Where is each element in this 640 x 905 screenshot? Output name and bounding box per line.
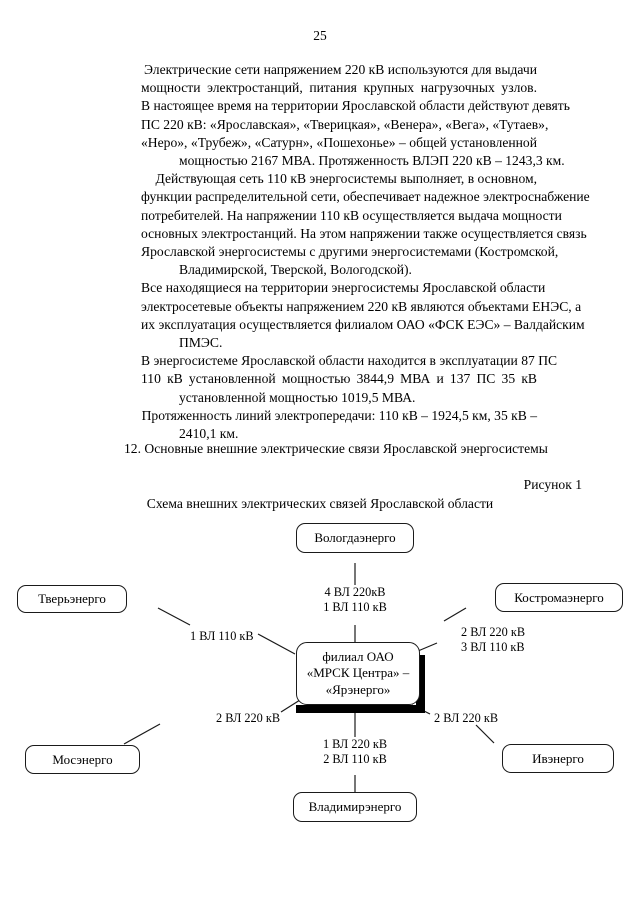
node-label: Костромаэнерго [514,589,604,605]
central-node-line-3: «Ярэнерго» [325,681,391,697]
line-text: их эксплуатация осуществляется филиалом … [141,316,585,332]
edge-label-tver: 1 ВЛ 110 кВ [190,629,254,644]
edge-label-line-1: 2 ВЛ 220 кВ [434,711,499,725]
line-text: ПМЭС. [179,335,223,351]
node-vologdaenergo[interactable]: Вологдаэнерго [296,523,414,553]
paragraph-5: Протяженность линий электропередачи: 110… [103,407,537,443]
line-text: В энергосистеме Ярославской области нахо… [141,353,558,369]
figure-label: Рисунок 1 [523,477,582,492]
line-text: мощности электростанций, питания крупных… [141,80,537,96]
line-text: потребителей. На напряжении 110 кВ осуще… [141,207,562,223]
line-text: основных электростанций. На этом напряже… [141,225,587,241]
node-mosenergo[interactable]: Мосэнерго [25,745,140,774]
text-line: мощности электростанций, питания крупных… [103,79,537,97]
edge-label-line-2: 1 ВЛ 110 кВ [323,599,387,614]
edge-label-line-1: 2 ВЛ 220 кВ [216,711,281,725]
central-node-yarenergo[interactable]: филиал ОАО «МРСК Центра» – «Ярэнерго» [296,642,420,705]
line-text: «Неро», «Трубеж», «Сатурн», «Пошехонье» … [141,134,537,150]
paragraph-3: Все находящиеся на территории энергосист… [103,279,585,352]
connector-mos-outer [123,723,161,745]
line-text: установленной мощностью 1019,5 МВА. [179,389,416,405]
text-line: потребителей. На напряжении 110 кВ осуще… [103,207,562,225]
connector-tver-inner [257,633,296,655]
line-text: В настоящее время на территории Ярославс… [141,98,570,114]
edge-label-line-2: 3 ВЛ 110 кВ [461,639,525,654]
paragraph-2: Действующая сеть 110 кВ энергосистемы вы… [103,170,590,279]
text-line: 2410,1 км. [103,425,537,443]
paragraph-4: В энергосистеме Ярославской области нахо… [103,352,557,407]
figure-title: Схема внешних электрических связей Яросл… [146,496,494,511]
node-kostromaenergo[interactable]: Костромаэнерго [495,583,623,612]
line-text: функции распределительной сети, обеспечи… [141,189,590,205]
text-line: Протяженность линий электропередачи: 110… [103,407,537,425]
line-text: Все находящиеся на территории энергосист… [141,280,546,296]
paragraph-1: Электрические сети напряжением 220 кВ ис… [103,61,570,170]
line-text: Владимирской, Тверской, Вологодской). [179,262,412,278]
text-line: функции распределительной сети, обеспечи… [103,188,590,206]
text-line: электросетевые объекты напряжением 220 к… [103,298,582,316]
edge-label-line-1: 1 ВЛ 110 кВ [190,629,254,643]
line-text: Ярославской энергосистемы с другими энер… [141,244,559,260]
page-number: 25 [313,28,327,43]
central-node-line-2: «МРСК Центра» – [306,665,410,681]
text-line: их эксплуатация осуществляется филиалом … [103,316,585,334]
line-text: 110 кВ установленной мощностью 3844,9 МВ… [141,371,537,387]
text-line: Ярославской энергосистемы с другими энер… [103,243,559,261]
text-line: В настоящее время на территории Ярославс… [103,97,570,115]
edge-label-line-2: 2 ВЛ 110 кВ [323,751,387,766]
line-text: Электрические сети напряжением 220 кВ ис… [143,62,537,77]
body-text: Электрические сети напряжением 220 кВ ис… [103,61,590,443]
edge-label-line-1: 1 ВЛ 220 кВ [322,737,388,751]
node-label: Мосэнерго [52,751,113,767]
text-line: 110 кВ установленной мощностью 3844,9 МВ… [103,370,537,388]
text-line: Все находящиеся на территории энергосист… [103,279,545,297]
connector-mos-inner [280,699,301,713]
edge-label-line-1: 4 ВЛ 220кВ [324,585,386,599]
text-line: Электрические сети напряжением 220 кВ ис… [103,61,537,79]
connector-tver-outer [157,607,191,626]
center-node-shadow-bottom [296,705,425,713]
text-line: Действующая сеть 110 кВ энергосистемы вы… [103,170,537,188]
node-label: Вологдаэнерго [314,530,396,545]
edge-label-vologda: 4 ВЛ 220кВ 1 ВЛ 110 кВ [292,585,418,614]
node-label: Владимирэнерго [308,799,402,814]
edge-label-mos: 2 ВЛ 220 кВ [216,711,280,726]
line-text: ПС 220 кВ: «Ярославская», «Тверицкая», «… [141,116,549,132]
central-node-line-1: филиал ОАО [322,648,394,664]
line-text: Действующая сеть 110 кВ энергосистемы вы… [155,171,537,187]
text-line: ПМЭС. [103,334,537,352]
node-ivenergo[interactable]: Ивэнерго [502,744,614,773]
text-line: установленной мощностью 1019,5 МВА. [103,389,537,407]
line-text: 2410,1 км. [179,426,239,442]
edge-label-kostroma: 2 ВЛ 220 кВ 3 ВЛ 110 кВ [461,625,525,654]
node-label: Ивэнерго [532,750,584,766]
section-heading: 12. Основные внешние электрические связи… [124,441,548,456]
edge-label-iv: 2 ВЛ 220 кВ [434,711,498,726]
edge-label-line-1: 2 ВЛ 220 кВ [461,625,526,639]
figure-diagram: Вологдаэнерго Тверьэнерго Костромаэнерго… [0,515,640,835]
text-line: Владимирской, Тверской, Вологодской). [103,261,537,279]
edge-label-vladimir: 1 ВЛ 220 кВ 2 ВЛ 110 кВ [292,737,418,766]
line-text: мощностью 2167 МВА. Протяженность ВЛЭП 2… [179,153,565,169]
text-line: «Неро», «Трубеж», «Сатурн», «Пошехонье» … [103,134,537,152]
center-node-shadow-right [416,655,425,712]
text-line: В энергосистеме Ярославской области нахо… [103,352,557,370]
text-line: ПС 220 кВ: «Ярославская», «Тверицкая», «… [103,116,549,134]
node-tverenergo[interactable]: Тверьэнерго [17,585,127,613]
node-vladimirenergo[interactable]: Владимирэнерго [293,792,417,822]
node-label: Тверьэнерго [38,591,106,606]
connector-iv-outer [475,724,495,744]
connector-kostroma-outer [443,607,467,622]
text-line: основных электростанций. На этом напряже… [103,225,587,243]
connector-kostroma-inner [417,642,438,652]
line-text: Протяженность линий электропередачи: 110… [141,407,537,423]
line-text: электросетевые объекты напряжением 220 к… [141,298,582,314]
text-line: мощностью 2167 МВА. Протяженность ВЛЭП 2… [103,152,565,170]
